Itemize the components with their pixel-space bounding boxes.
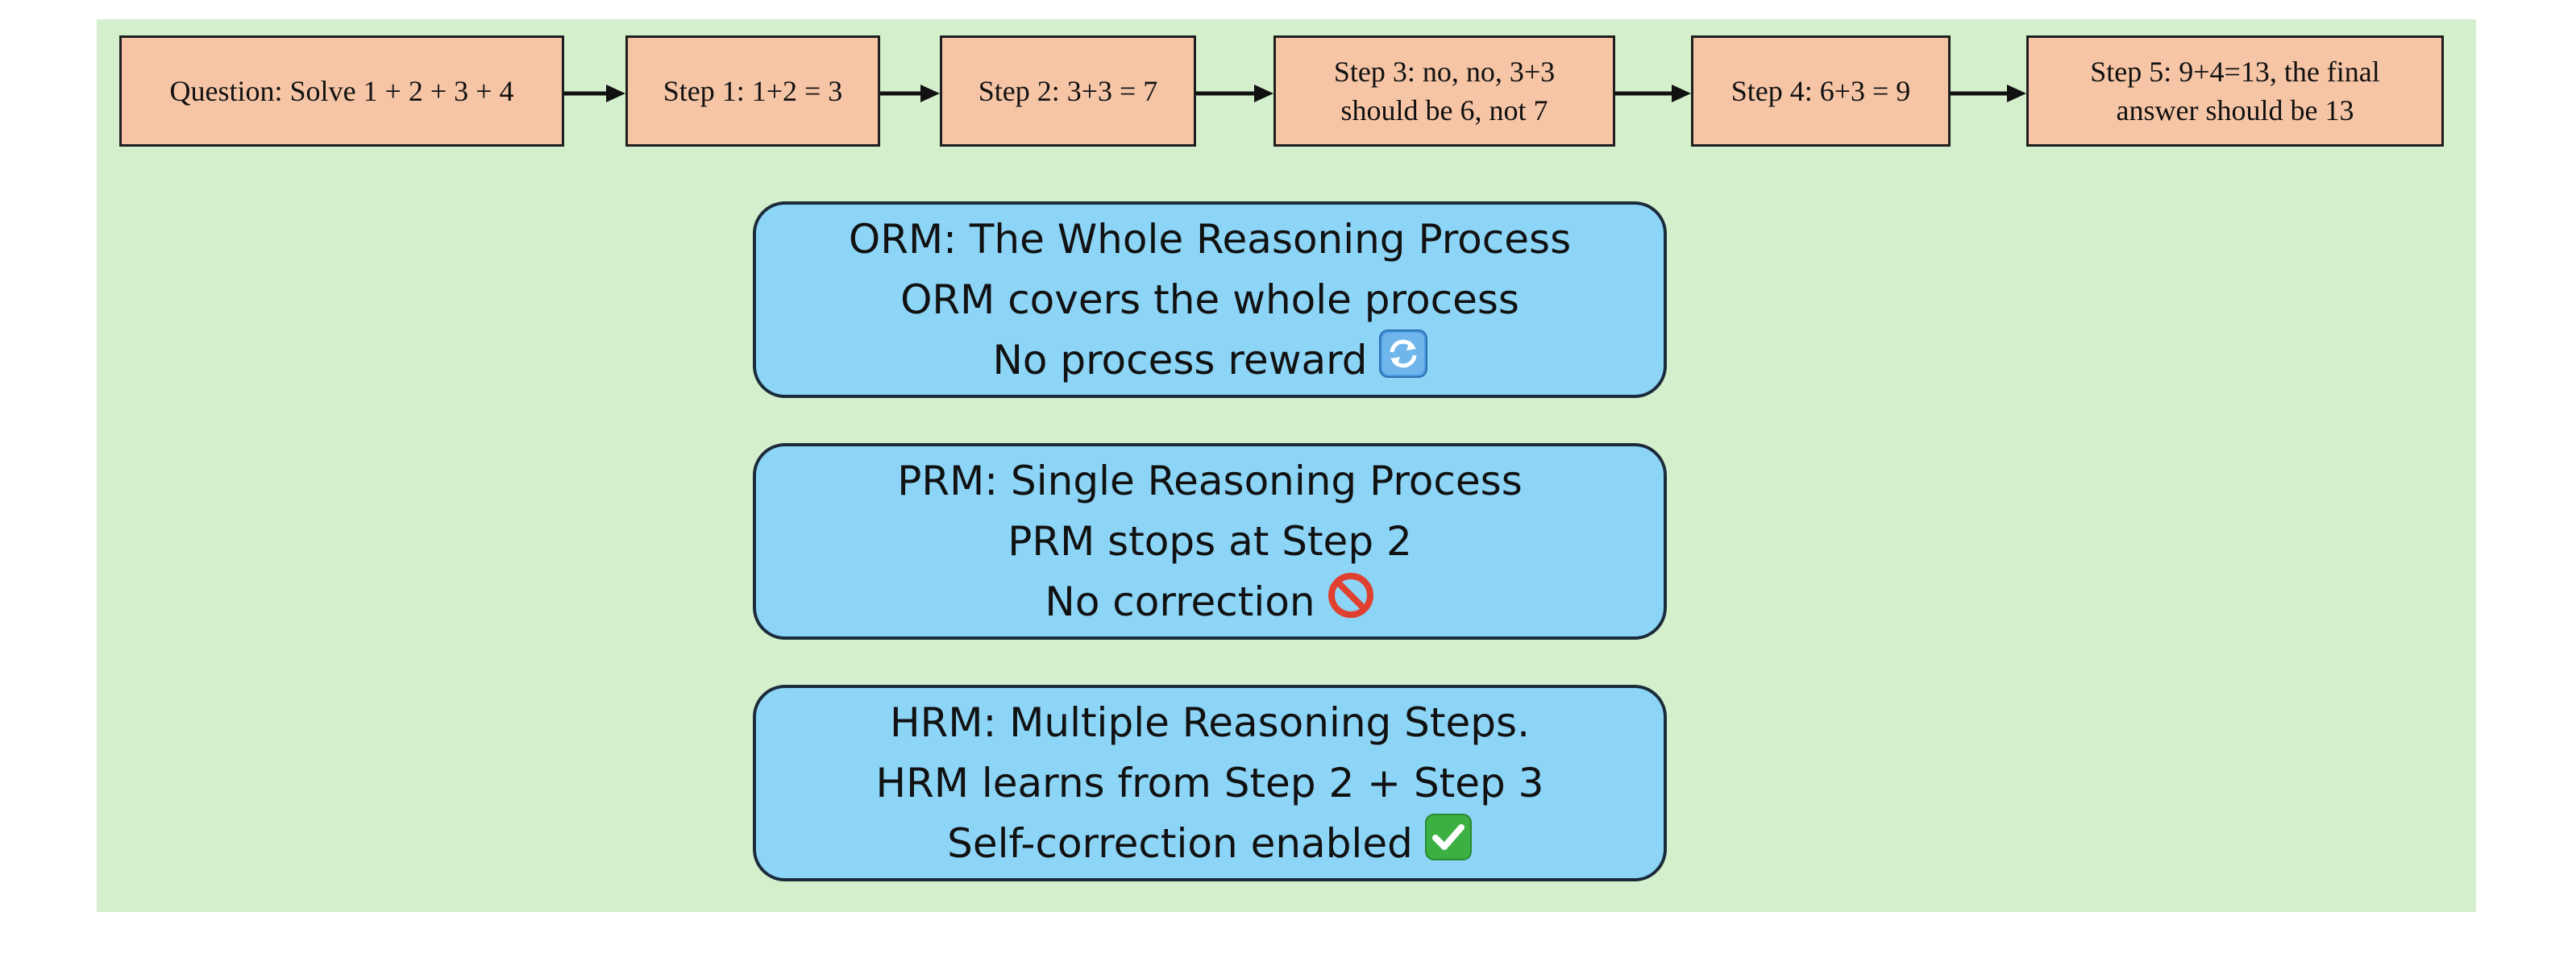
prm-note-row: No correction: [1045, 572, 1374, 632]
step-2-text: Step 2: 3+3 = 7: [978, 75, 1158, 107]
hrm-note-row: Self-correction enabled: [947, 814, 1473, 874]
step-5-text-line2: answer should be 13: [2116, 94, 2354, 126]
step-1-box: Step 1: 1+2 = 3: [625, 35, 880, 147]
arrow-head-5: [2007, 85, 2026, 102]
check-mark-icon: [1424, 814, 1472, 860]
arrow-head-1: [606, 85, 625, 102]
prm-detail: PRM stops at Step 2: [1008, 517, 1412, 565]
hrm-note: Self-correction enabled: [947, 819, 1413, 867]
step-1-text: Step 1: 1+2 = 3: [663, 75, 843, 107]
hrm-box: HRM: Multiple Reasoning Steps. HRM learn…: [753, 685, 1667, 881]
step-3-text-line2: should be 6, not 7: [1340, 94, 1548, 126]
question-text: Question: Solve 1 + 2 + 3 + 4: [169, 75, 514, 107]
prm-box: PRM: Single Reasoning Process PRM stops …: [753, 443, 1667, 640]
prohibited-icon: [1327, 573, 1373, 618]
orm-title: ORM: The Whole Reasoning Process: [848, 215, 1572, 263]
step-5-text-line1: Step 5: 9+4=13, the final: [2090, 56, 2380, 88]
step-4-text: Step 4: 6+3 = 9: [1730, 75, 1911, 107]
question-box: Question: Solve 1 + 2 + 3 + 4: [119, 35, 564, 147]
step-2-box: Step 2: 3+3 = 7: [940, 35, 1196, 147]
step-5-box: Step 5: 9+4=13, the final answer should …: [2026, 35, 2444, 147]
step-3-text-line1: Step 3: no, no, 3+3: [1333, 56, 1556, 88]
arrow-head-4: [1672, 85, 1691, 102]
orm-note-row: No process reward: [992, 330, 1427, 391]
prm-title: PRM: Single Reasoning Process: [897, 457, 1523, 504]
orm-detail: ORM covers the whole process: [900, 276, 1519, 323]
arrow-head-3: [1254, 85, 1273, 102]
hrm-detail: HRM learns from Step 2 + Step 3: [875, 759, 1544, 806]
prm-note: No correction: [1045, 578, 1315, 625]
refresh-icon: [1378, 330, 1427, 378]
step-3-box: Step 3: no, no, 3+3 should be 6, not 7: [1273, 35, 1615, 147]
step-4-box: Step 4: 6+3 = 9: [1691, 35, 1951, 147]
orm-box: ORM: The Whole Reasoning Process ORM cov…: [753, 201, 1667, 398]
arrow-head-2: [920, 85, 940, 102]
hrm-title: HRM: Multiple Reasoning Steps.: [890, 698, 1530, 746]
orm-note: No process reward: [992, 336, 1368, 383]
